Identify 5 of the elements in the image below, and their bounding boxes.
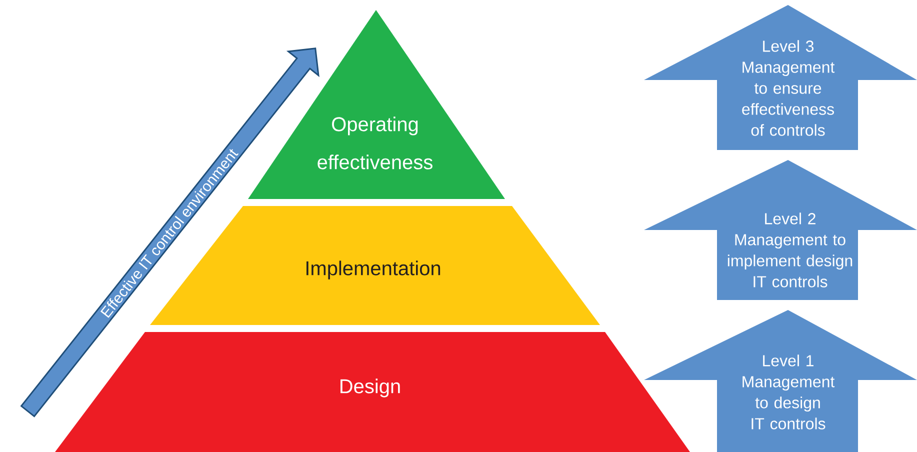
pyramid-tier: Operating effectiveness bbox=[248, 10, 505, 199]
up-arrow-box: Level 2 Management to implement design IT controls bbox=[644, 160, 917, 300]
up-arrow-box: Level 1 Management to design IT controls bbox=[644, 310, 917, 452]
up-arrow-box: Level 3 Management to ensure effectiveness of controls bbox=[644, 5, 917, 150]
pyramid-tier: Design bbox=[55, 332, 690, 452]
